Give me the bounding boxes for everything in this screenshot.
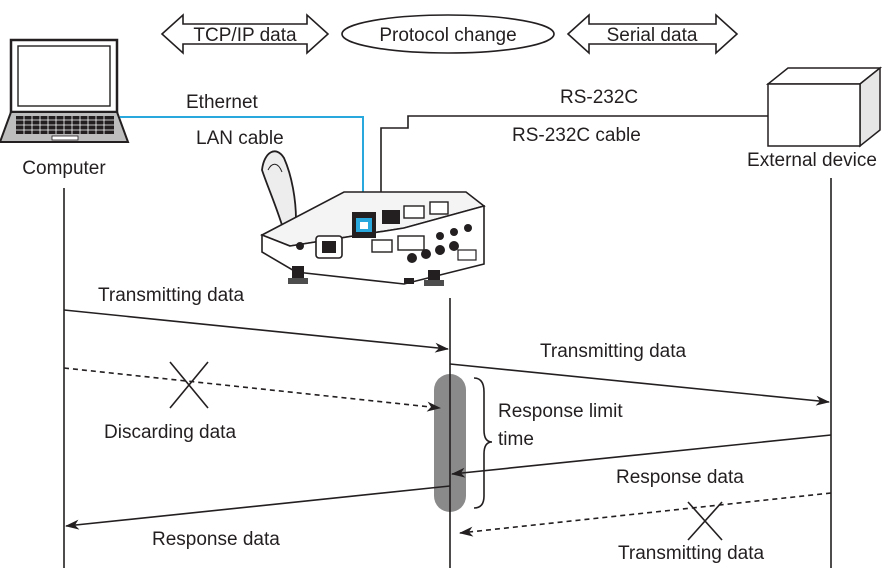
transmit-label-1: Transmitting data: [98, 285, 245, 306]
discard-label: Discarding data: [104, 422, 236, 443]
protocol-change-label: Protocol change: [379, 25, 516, 46]
discard-cross-icon: [169, 361, 209, 409]
ethernet-label: Ethernet: [186, 92, 259, 113]
tcpip-double-arrow: TCP/IP data: [160, 13, 330, 55]
transmit-arrow-3: [459, 492, 832, 537]
rs232c-cable-line: [380, 115, 768, 212]
external-device-label: External device: [747, 150, 877, 171]
response-arrow-pc: [65, 485, 451, 530]
box-icon: [765, 66, 883, 148]
response-limit-label: Response limit: [498, 401, 623, 422]
serial-label: Serial data: [607, 25, 698, 46]
response-label-ext: Response data: [616, 467, 744, 488]
tcpip-label: TCP/IP data: [193, 25, 297, 46]
serial-double-arrow: Serial data: [566, 13, 739, 55]
response-arrow-ext: [451, 434, 832, 478]
response-limit-time-label: time: [498, 429, 534, 450]
transmit-arrow-1: [63, 309, 449, 353]
transmit-label-2: Transmitting data: [540, 341, 687, 362]
lan-cable-line: [120, 116, 364, 218]
lan-cable-label: LAN cable: [196, 128, 284, 149]
transmit-cross-icon: [687, 501, 723, 541]
transmit-label-3: Transmitting data: [618, 543, 765, 564]
discard-arrow: [63, 367, 441, 412]
transmit-arrow-2: [449, 363, 830, 406]
rs232c-cable-label: RS-232C cable: [512, 125, 641, 146]
response-limit-brace: [473, 377, 493, 509]
protocol-change-ellipse: Protocol change: [341, 14, 555, 54]
computer-label: Computer: [22, 158, 106, 179]
laptop-icon: [0, 38, 130, 143]
response-label-pc: Response data: [152, 529, 280, 550]
rs232c-label: RS-232C: [560, 87, 638, 108]
projector-icon: [260, 150, 486, 286]
